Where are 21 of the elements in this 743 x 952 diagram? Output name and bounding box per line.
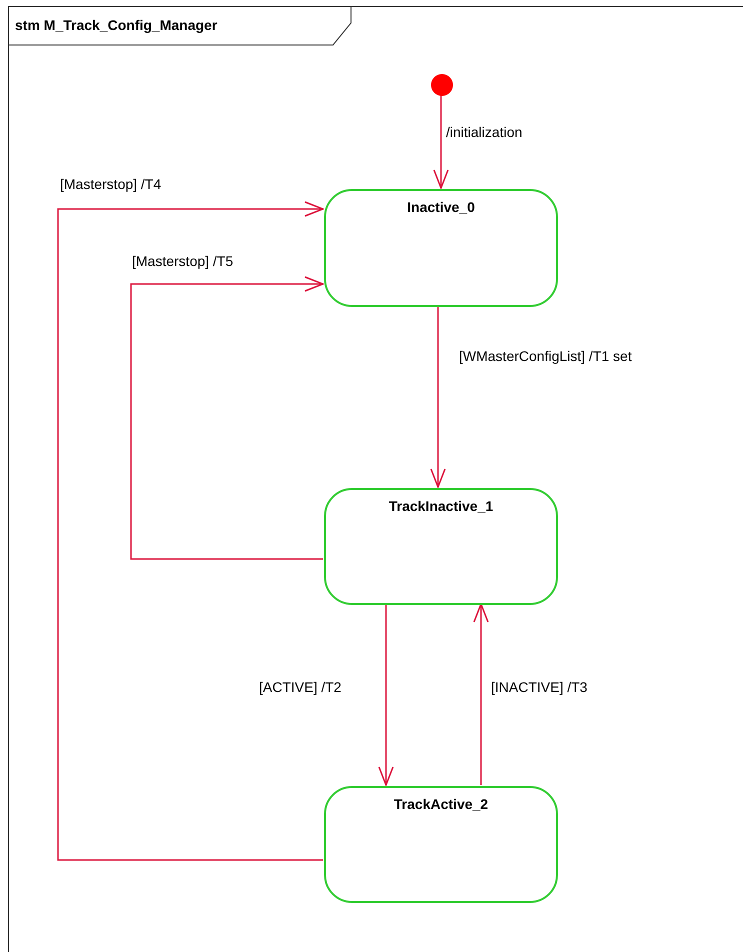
state-name: Inactive_0 xyxy=(406,199,476,215)
state-box xyxy=(324,189,558,307)
state-name: TrackActive_2 xyxy=(392,796,490,812)
transition-label: [Masterstop] /T5 xyxy=(131,253,234,269)
transition-label: [INACTIVE] /T3 xyxy=(490,679,588,695)
transition-label: [WMasterConfigList] /T1 set xyxy=(458,348,633,364)
transition-arrow xyxy=(130,276,324,560)
frame-title: stm M_Track_Config_Manager xyxy=(15,17,218,33)
transition-label: [Masterstop] /T4 xyxy=(59,176,162,192)
state-box xyxy=(324,786,558,903)
state-name: TrackInactive_1 xyxy=(388,498,494,514)
frame-background xyxy=(8,6,743,952)
initial-state-dot xyxy=(431,74,453,96)
transition-label: [ACTIVE] /T2 xyxy=(258,679,342,695)
state-box xyxy=(324,488,558,605)
transition-arrow xyxy=(57,201,324,861)
transition-arrow xyxy=(430,306,446,488)
transition-label: /initialization xyxy=(445,124,524,140)
transition-arrow xyxy=(433,95,449,189)
transition-arrow xyxy=(378,604,394,786)
transition-arrow xyxy=(473,603,489,785)
